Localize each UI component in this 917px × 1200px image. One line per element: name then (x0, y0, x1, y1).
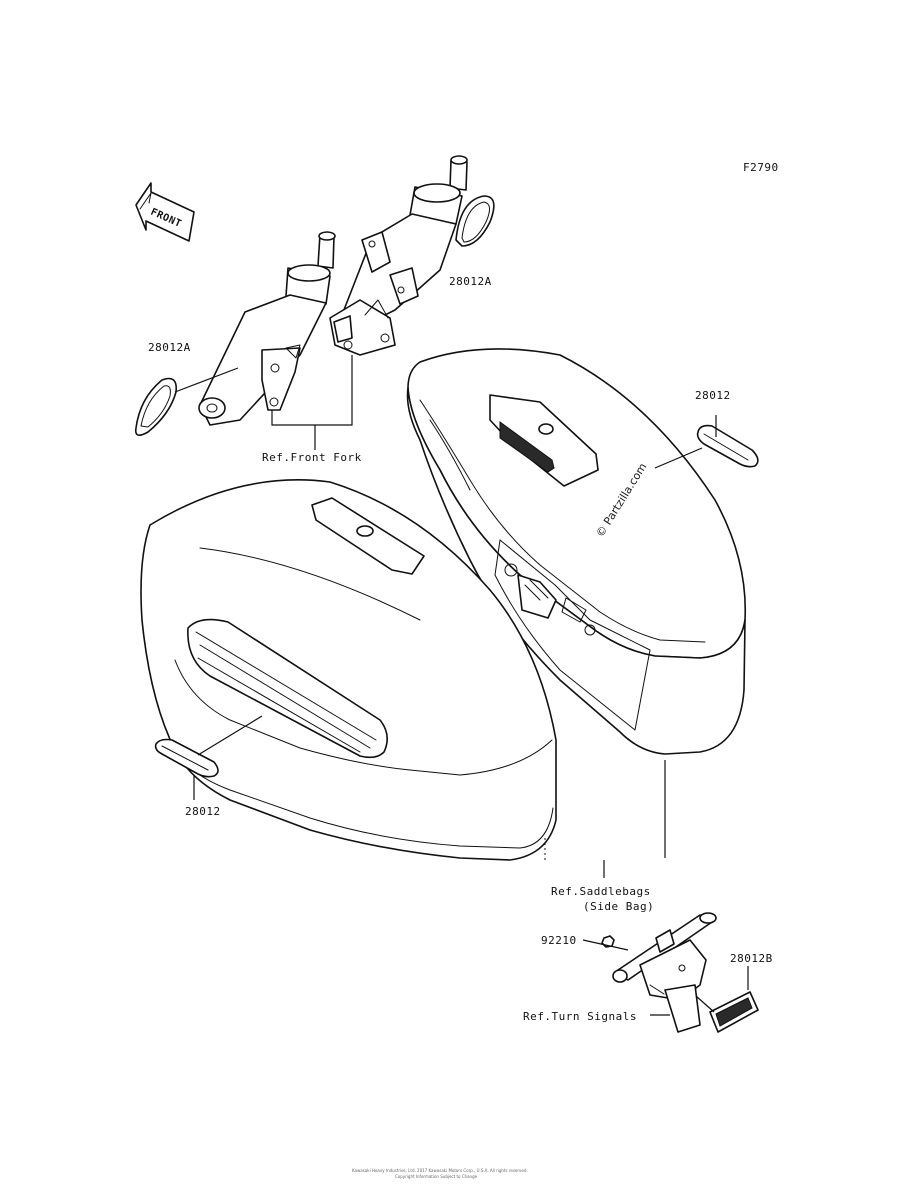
fork-leg-right (329, 155, 468, 356)
callout-28012A-right: 28012A (449, 275, 492, 288)
reflector-bag-left (154, 738, 219, 778)
ref-front-fork: Ref.Front Fork (262, 451, 362, 464)
reflector-fork-right (455, 195, 495, 247)
callout-28012B: 28012B (730, 952, 773, 965)
ref-front-fork-bracket (271, 355, 353, 426)
footer-line1: Kawasaki Heavy Industries, Ltd. 2017 Kaw… (352, 1168, 528, 1173)
rear-bracket-assembly (612, 912, 717, 1033)
callout-28012A-left: 28012A (148, 341, 191, 354)
front-arrow-icon: FRONT (135, 182, 195, 242)
saddlebag-right (406, 348, 747, 755)
callout-28012-right: 28012 (695, 389, 731, 402)
rear-reflector-28012B (709, 991, 759, 1033)
ref-turn-signals: Ref.Turn Signals (523, 1010, 637, 1023)
saddlebag-left (140, 479, 557, 861)
callout-28012-left: 28012 (185, 805, 221, 818)
ref-saddlebags-line2: (Side Bag) (583, 900, 654, 913)
reflector-fork-left (134, 377, 178, 436)
callout-92210: 92210 (541, 934, 577, 947)
ref-saddlebags-line1: Ref.Saddlebags (551, 885, 651, 898)
figure-code: F2790 (743, 161, 779, 174)
reflector-bag-right (696, 424, 759, 468)
footer-line2: Copyright Information Subject to Change (395, 1174, 478, 1179)
leader-fork-left (174, 367, 239, 393)
fork-leg-left (198, 231, 336, 426)
